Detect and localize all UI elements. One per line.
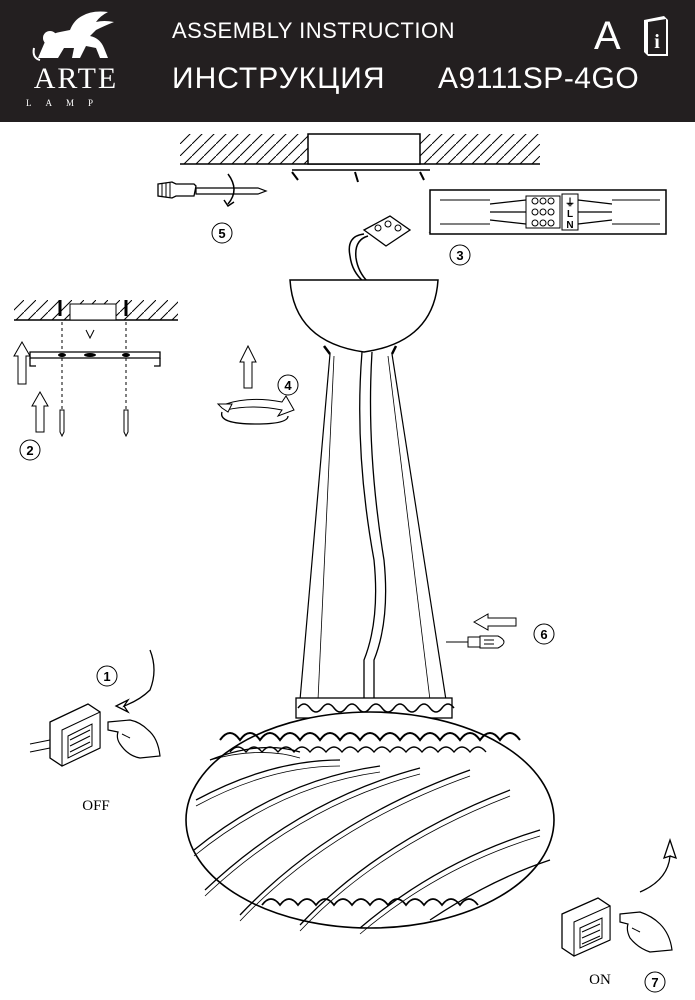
mounting-plate-assembly <box>14 300 178 438</box>
wall-switch-on-icon <box>561 897 611 957</box>
screwdriver-icon <box>157 181 268 199</box>
wall-switch-icon <box>29 703 101 767</box>
step-3-number: 3 <box>456 248 463 263</box>
brand-name: ARTE <box>33 62 119 95</box>
step-1-number: 1 <box>103 669 110 684</box>
title-english: ASSEMBLY INSTRUCTION <box>172 18 456 43</box>
model-number: A9111SP-4GO <box>438 62 640 95</box>
hand-on-icon <box>619 911 673 953</box>
terminal-n-label: N <box>566 220 573 231</box>
terminal-block-inset: ⏚ L N <box>428 189 667 235</box>
header-bar: ARTE LAMP ASSEMBLY INSTRUCTION ИНСТРУКЦИ… <box>0 0 695 122</box>
suspension-wires <box>299 351 447 701</box>
title-russian: ИНСТРУКЦИЯ <box>172 62 386 95</box>
curved-arrow-on <box>639 837 678 893</box>
assembly-diagram: 5 ⏚ L N 3 <box>13 133 678 993</box>
info-book-icon: i <box>644 16 668 56</box>
lion-logo-icon <box>32 11 114 61</box>
ceiling-top <box>180 133 540 183</box>
switch-off-label: OFF <box>82 798 110 814</box>
bulb-icon <box>446 635 505 649</box>
step-6-number: 6 <box>540 627 547 642</box>
up-arrow-icon <box>13 340 49 433</box>
screw-icon <box>59 409 129 438</box>
lamp-shade <box>185 697 555 935</box>
svg-text:i: i <box>654 31 660 53</box>
up-arrow-step-4 <box>239 344 257 389</box>
step-7-number: 7 <box>651 975 658 990</box>
terminal-l-label: L <box>567 209 573 220</box>
hand-icon <box>107 719 161 759</box>
terminal-earth-label: ⏚ <box>565 197 575 209</box>
step-5-number: 5 <box>218 226 225 241</box>
rotation-arrow-icon <box>216 395 295 425</box>
rotate-arrow-icon <box>223 173 235 208</box>
canopy <box>289 279 439 355</box>
left-arrow-icon <box>472 613 517 631</box>
switch-on-label: ON <box>589 972 611 988</box>
doc-letter: A <box>594 14 621 58</box>
step-4-number: 4 <box>284 378 292 393</box>
brand-subtitle: LAMP <box>26 98 108 108</box>
curved-arrow-off <box>114 649 155 714</box>
canopy-connector <box>348 215 412 283</box>
step-2-number: 2 <box>26 443 33 458</box>
